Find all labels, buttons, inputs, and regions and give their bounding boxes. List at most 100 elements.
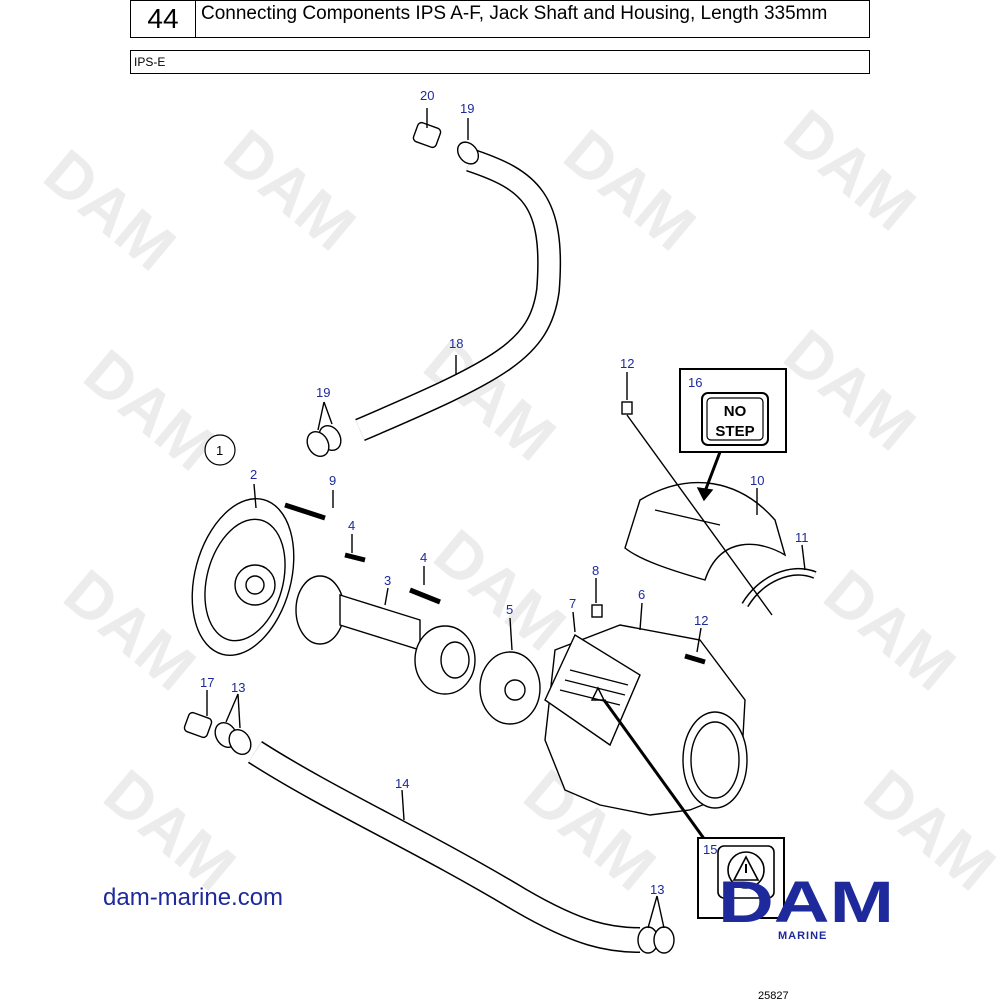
website-link[interactable]: dam-marine.com [103,884,284,911]
lower-hose-fill [248,742,641,952]
callout-20: 20 [420,88,434,103]
callout-8: 8 [592,563,599,578]
sticker-ring [727,851,765,889]
callout-5: 5 [506,602,513,617]
leader [572,611,576,633]
bolt-12a [621,401,633,415]
watermark: DAM [31,136,189,285]
dam-logo: DAM [718,874,894,935]
arrow-16 [702,451,722,495]
coupling-disc [479,651,541,725]
fitting-top [412,121,442,149]
sign-plate [701,392,769,446]
leader [509,617,513,651]
callout-13: 13 [650,882,664,897]
callout-14: 14 [395,776,409,791]
watermark: DAM [91,756,249,905]
bolt-9 [284,502,326,521]
logo-subtext: MARINE [778,930,828,942]
bolt-4a [344,552,366,563]
warning-triangle-icon [732,855,760,881]
watermark: DAM [771,316,929,465]
callout-3: 3 [384,573,391,588]
callout-10: 10 [750,473,764,488]
fitting-lower [183,711,213,739]
logo-text: DAM [718,874,894,935]
leader [626,414,773,616]
model-label: IPS-E [134,55,166,69]
cover-slot [654,509,721,526]
housing-outlet-inner [690,721,740,799]
flange-hub [234,564,276,606]
watermark-layer: DAM DAM DAM DAM DAM DAM DAM DAM DAM DAM … [31,96,1000,905]
sign-text-line2: STEP [715,423,754,440]
leader [225,693,239,723]
arrow-16-head [696,487,714,502]
yoke-rear [414,625,476,695]
leader [696,627,702,653]
no-step-sign: NO STEP [679,368,787,453]
jack-shaft [339,594,421,651]
watermark: DAM [551,116,709,265]
callout-1: 1 [216,443,223,458]
callout-12: 12 [694,613,708,628]
callout-2: 2 [250,467,257,482]
callout-18: 18 [449,336,463,351]
reference-number: 25827 [758,990,789,1002]
plate-slot [564,679,626,696]
plate-warning-triangle [590,686,606,701]
flange-inner-ring [204,518,286,642]
drawing-lines [183,108,817,954]
bolt-8 [591,604,603,618]
callout-11: 11 [795,530,809,545]
header-model-box: IPS-E [130,50,870,74]
watermark: DAM [811,556,969,705]
callout-labels: 20 19 18 19 1 2 9 4 3 4 5 8 7 6 12 12 16… [200,88,809,897]
bolt-4b [409,587,441,605]
callout-19: 19 [460,101,474,116]
leader [323,401,333,425]
leader [317,401,325,431]
watermark: DAM [771,96,929,245]
plate-slot [569,669,629,686]
leader [237,693,241,729]
watermark: DAM [51,556,209,705]
housing-outlet [682,711,748,809]
upper-hose-fill [355,150,560,440]
page-title: Connecting Components IPS A-F, Jack Shaf… [201,3,828,24]
callout-9: 9 [329,473,336,488]
callout-7: 7 [569,596,576,611]
yoke-rear-bore [440,641,470,679]
hose-clamp-lower-2 [306,430,330,458]
callout-6: 6 [638,587,645,602]
callout-12: 12 [620,356,634,371]
leader [384,587,389,606]
leader [656,895,665,929]
header-title-box: 44 Connecting Components IPS A-F, Jack S… [130,0,870,38]
flange-hub-bore [245,575,265,595]
leader [253,483,257,509]
leader [647,895,658,929]
hose-clamp-13b [228,728,252,756]
callout-15: 15 [703,842,717,857]
callout-19: 19 [316,385,330,400]
callout-16: 16 [688,375,702,390]
callout-4: 4 [348,518,355,533]
yoke-front [295,575,345,645]
plate-slot [559,689,621,706]
callout-17: 17 [200,675,214,690]
warning-sticker [697,837,785,919]
coupling-bore [504,679,526,701]
callout-circle-1 [204,434,236,466]
callout-13: 13 [231,680,245,695]
sign-plate-inner [706,397,764,441]
watermark: DAM [211,116,369,265]
retaining-ring-inner [742,569,816,607]
callout-4: 4 [420,550,427,565]
hose-clamp-top [456,141,480,165]
watermark: DAM [71,336,229,485]
sign-text-line1: NO [724,403,747,420]
arrow-15 [602,699,707,841]
leader [639,602,643,631]
